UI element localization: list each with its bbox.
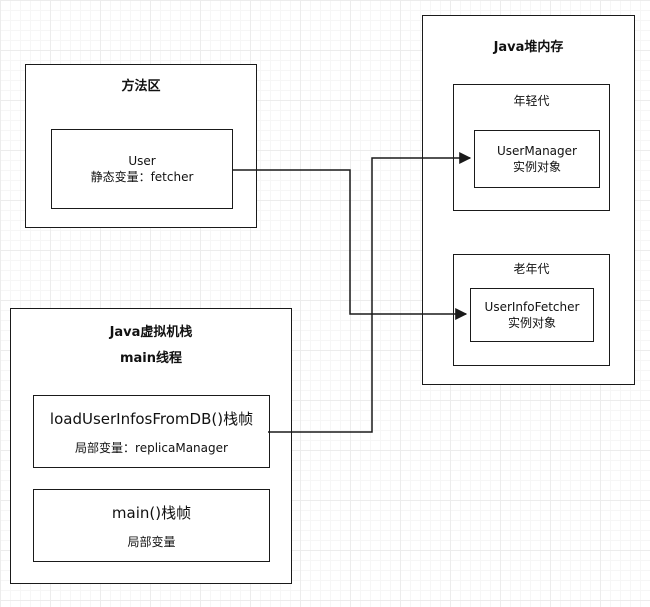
- user-manager-name: UserManager: [497, 144, 577, 158]
- old-gen-box: 老年代 UserInfoFetcher 实例对象: [453, 254, 610, 366]
- user-manager-box: UserManager 实例对象: [474, 130, 600, 188]
- main-frame: main()栈帧 局部变量: [33, 489, 270, 562]
- user-info-fetcher-desc: 实例对象: [507, 316, 556, 330]
- jvm-stack-title: Java虚拟机栈: [109, 325, 193, 340]
- method-area-box: 方法区 User 静态变量：fetcher: [25, 64, 257, 228]
- user-info-fetcher-box: UserInfoFetcher 实例对象: [470, 288, 594, 342]
- main-thread-title: main线程: [119, 351, 183, 366]
- method-area-title: 方法区: [121, 79, 161, 94]
- load-user-infos-frame: loadUserInfosFromDB()栈帧 局部变量：replicaMana…: [33, 395, 270, 468]
- young-gen-title: 年轻代: [513, 94, 550, 108]
- user-static-field: 静态变量：fetcher: [90, 170, 194, 184]
- main-frame-var: 局部变量: [127, 535, 176, 549]
- young-gen-box: 年轻代 UserManager 实例对象: [453, 84, 610, 211]
- user-class-box: User 静态变量：fetcher: [51, 129, 233, 209]
- user-class-name: User: [128, 154, 156, 168]
- old-gen-title: 老年代: [513, 262, 550, 276]
- main-frame-name: main()栈帧: [111, 504, 192, 522]
- load-user-infos-frame-var: 局部变量：replicaManager: [75, 441, 228, 455]
- heap-box: Java堆内存 年轻代 UserManager 实例对象 老年代 UserInf…: [422, 15, 635, 385]
- heap-title: Java堆内存: [493, 40, 564, 55]
- user-manager-desc: 实例对象: [512, 160, 561, 174]
- jvm-stack-box: Java虚拟机栈 main线程 loadUserInfosFromDB()栈帧 …: [10, 308, 292, 584]
- load-user-infos-frame-name: loadUserInfosFromDB()栈帧: [49, 410, 254, 428]
- user-info-fetcher-name: UserInfoFetcher: [484, 300, 580, 314]
